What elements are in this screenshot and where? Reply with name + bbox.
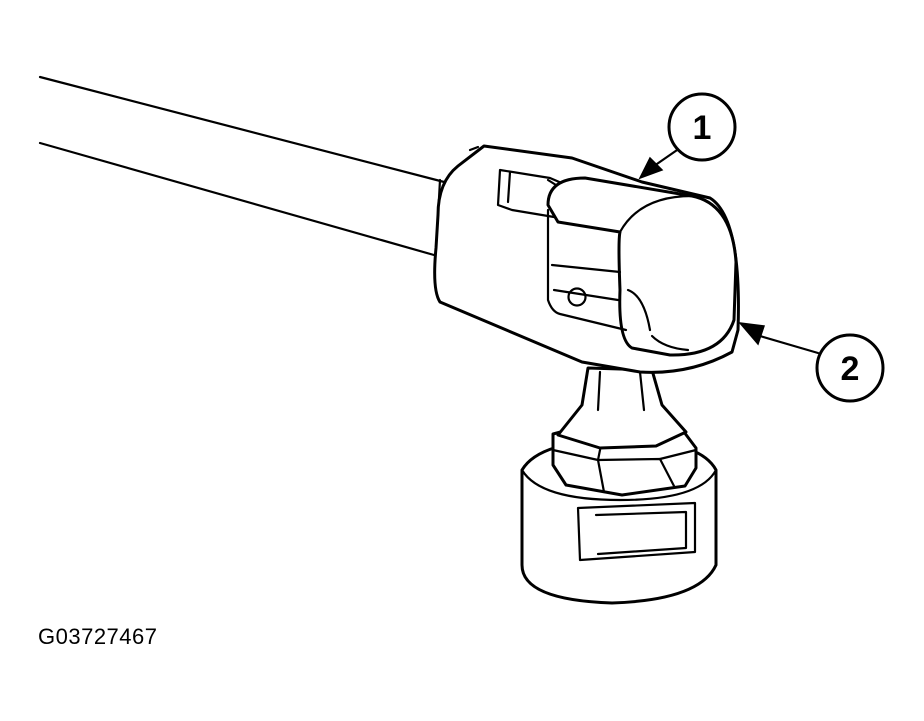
swivel-neck [556, 366, 688, 450]
figure-id: G03727467 [38, 624, 158, 649]
ratchet-handle [38, 75, 450, 257]
callout-2-circle [815, 333, 885, 403]
callout-2: 2 [738, 322, 885, 403]
callout-2-label: 2 [841, 350, 860, 388]
callout-1-circle [667, 92, 737, 162]
callout-1: 1 [638, 92, 737, 180]
release-cap [546, 176, 738, 357]
callout-1-label: 1 [693, 109, 712, 147]
